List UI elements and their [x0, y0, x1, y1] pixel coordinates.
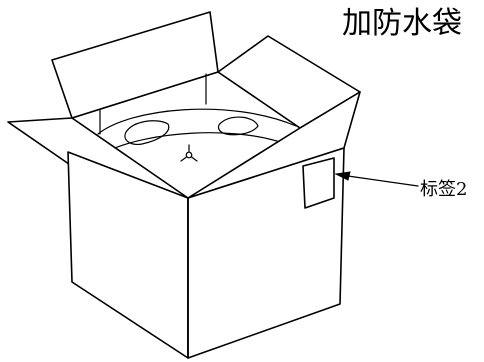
wheel-disc — [97, 108, 297, 151]
box-left-face — [67, 151, 189, 359]
callout-label: 标签2 — [420, 179, 467, 200]
hub-symbol — [180, 144, 198, 162]
diagram-title: 加防水袋 — [342, 6, 462, 41]
label-sticker — [302, 157, 335, 209]
leader-arrowhead — [334, 171, 351, 181]
label-leader — [334, 171, 419, 187]
back-left-flap — [51, 11, 219, 119]
box-interior-back — [71, 71, 301, 129]
